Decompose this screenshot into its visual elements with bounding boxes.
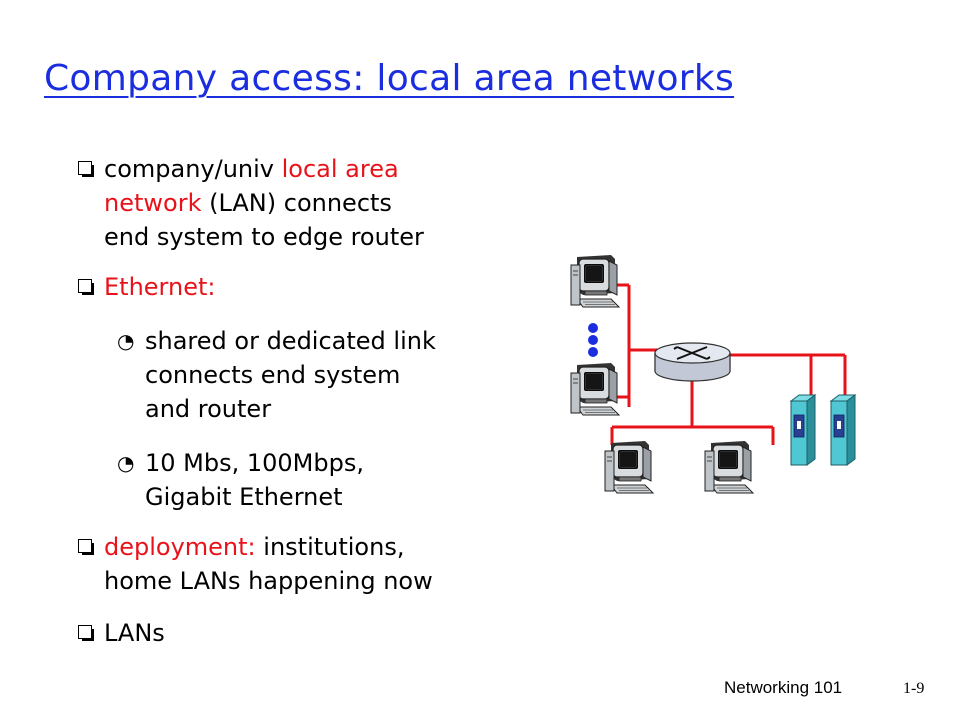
bullet-text: LANs: [104, 619, 165, 647]
server-icon: [790, 394, 816, 466]
sub-bullet-icon: ◔: [117, 329, 135, 353]
bullet-text: end system to edge router: [104, 223, 424, 251]
bullet-text: and router: [145, 395, 272, 423]
computer-icon: [570, 362, 620, 416]
highlight-text: network: [104, 189, 202, 217]
computer-icon: [570, 254, 620, 308]
lan-diagram: [570, 254, 856, 494]
bullet-text: home LANs happening now: [104, 567, 433, 595]
bullet-text: shared or dedicated link: [145, 327, 436, 355]
square-bullet-icon: [78, 279, 94, 295]
sub-bullet-icon: ◔: [117, 451, 135, 475]
ellipsis-dot: [588, 323, 598, 333]
bullet-text: connects end system: [145, 361, 401, 389]
lan-link: [610, 283, 847, 445]
course-footer: Networking 101: [724, 678, 843, 697]
square-bullet-icon: [78, 625, 94, 641]
computer-icon: [704, 440, 754, 494]
highlight-text: local area: [281, 155, 399, 183]
bullet-text: (LAN) connects: [201, 189, 392, 217]
router-icon: [654, 342, 731, 382]
page-number: 1-9: [903, 680, 925, 697]
bullet-text: Gigabit Ethernet: [145, 483, 343, 511]
computer-icon: [604, 440, 654, 494]
bullet-text: 10 Mbs, 100Mbps,: [145, 449, 364, 477]
server-icon: [830, 394, 856, 466]
highlight-text: Ethernet:: [104, 273, 216, 301]
highlight-text: deployment:: [104, 533, 256, 561]
ellipsis-dot: [588, 335, 598, 345]
square-bullet-icon: [78, 161, 94, 177]
page-title: Company access: local area networks: [44, 58, 735, 99]
bullet-text: institutions,: [255, 533, 405, 561]
bullet-text: company/univ: [104, 155, 282, 183]
square-bullet-icon: [78, 539, 94, 555]
ellipsis-dot: [588, 347, 598, 357]
